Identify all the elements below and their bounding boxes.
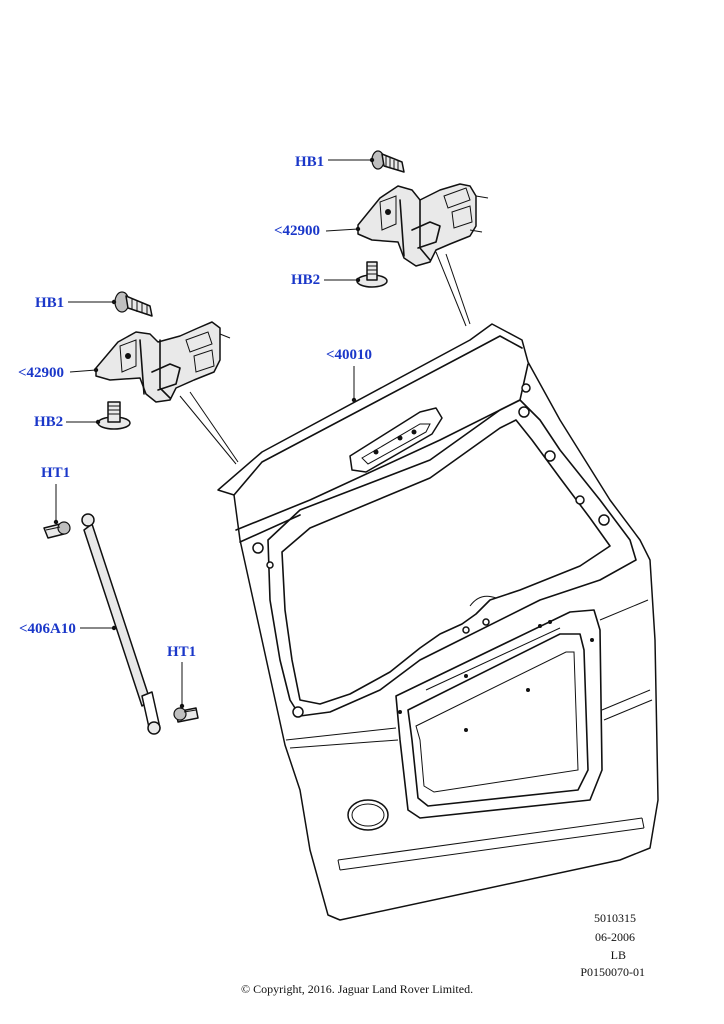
- tailgate-panel: [217, 323, 659, 921]
- callout-hb2-lower: HB2: [34, 414, 64, 430]
- gas-strut: [43, 513, 199, 735]
- leader-lines: [53, 157, 471, 709]
- strut-ball-stud-upper: [43, 521, 71, 539]
- callout-hb1-lower: HB1: [35, 295, 65, 311]
- callout-42900-upper: <42900: [274, 223, 321, 239]
- callout-40010: <40010: [326, 347, 373, 363]
- upper-hinge-nut: [356, 261, 388, 288]
- illustration-id: P0150070-01: [580, 965, 645, 979]
- licence-plate-recess: [395, 609, 603, 819]
- callout-hb1-upper: HB1: [295, 154, 325, 170]
- callout-ht1-lower: HT1: [167, 644, 197, 660]
- copyright-notice: © Copyright, 2016. Jaguar Land Rover Lim…: [241, 982, 474, 996]
- callout-ht1-upper: HT1: [41, 465, 71, 481]
- issue-date: 06-2006: [595, 930, 635, 944]
- lower-hinge-nut: [97, 401, 131, 430]
- upper-hinge: [356, 150, 489, 288]
- brake-light: [349, 407, 443, 473]
- callout-406a10: <406A10: [19, 621, 76, 637]
- lower-hinge-bolt: [114, 291, 153, 317]
- lower-hinge: [95, 291, 231, 430]
- side-code: LB: [610, 948, 626, 962]
- callout-hb2-upper: HB2: [291, 272, 321, 288]
- strut-ball-stud-lower: [173, 707, 199, 723]
- reference-number: 5010315: [594, 911, 636, 925]
- upper-hinge-bolt: [371, 150, 405, 173]
- callout-42900-lower: <42900: [18, 365, 65, 381]
